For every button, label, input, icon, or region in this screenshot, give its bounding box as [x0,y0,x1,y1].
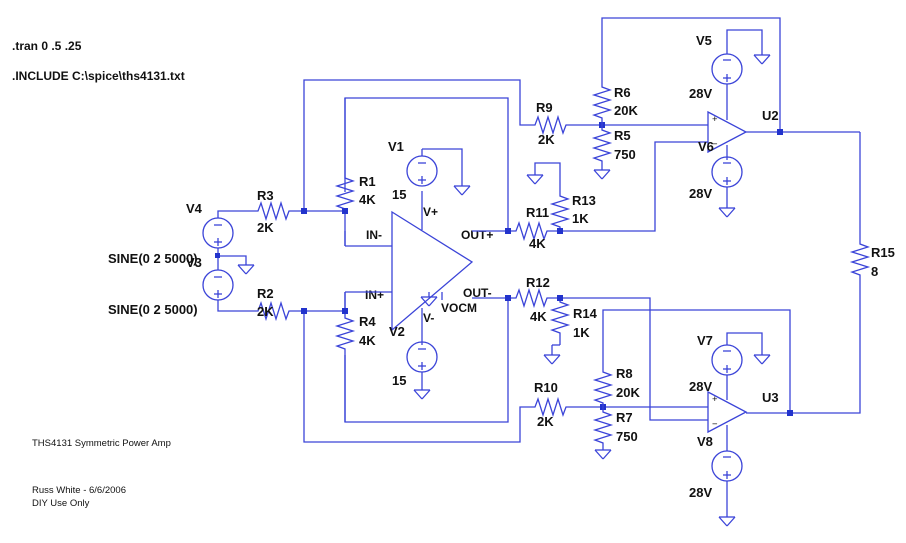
v1-value: 15 [392,187,406,202]
u2-name: U2 [762,108,779,123]
v5-value: 28V [689,86,712,101]
v6-name: V6 [698,139,714,154]
pin-in-plus: IN+ [365,288,384,302]
pin-in-minus: IN- [366,228,382,242]
main-amp-wires [372,191,508,345]
v7-value: 28V [689,379,712,394]
source-v5[interactable] [711,53,743,85]
feedback-top-wires [344,97,509,247]
source-v8[interactable] [711,450,743,482]
resistor-r6[interactable] [591,82,613,125]
r7-name: R7 [616,410,633,425]
r5-name: R5 [614,128,631,143]
r11-name: R11 [526,205,549,220]
resistor-r3[interactable] [253,200,304,222]
r1-value: 4K [359,192,376,207]
tran-directive[interactable]: .tran 0 .5 .25 [12,39,82,53]
r11-value: 4K [529,236,546,251]
source-v7[interactable] [711,344,743,376]
svg-text:+: + [712,114,718,125]
r5-value: 750 [614,147,636,162]
svg-text:−: − [712,139,718,150]
r12-value: 4K [530,309,547,324]
resistor-r10[interactable] [525,396,575,418]
r12-name: R12 [526,275,550,290]
r4-name: R4 [359,314,376,329]
r14-name: R14 [573,306,598,321]
r13-name: R13 [572,193,596,208]
include-directive[interactable]: .INCLUDE C:\spice\ths4131.txt [12,69,185,83]
r6-value: 20K [614,103,638,118]
resistor-r15[interactable] [849,240,871,280]
v8-name: V8 [697,434,713,449]
v4-value: SINE(0 2 5000) [108,251,198,266]
r7-value: 750 [616,429,638,444]
v5-name: V5 [696,33,712,48]
source-v4[interactable] [202,217,234,249]
resistor-r8[interactable] [592,368,614,407]
r10-name: R10 [534,380,558,395]
pin-v-minus: V- [423,311,434,325]
r4-value: 4K [359,333,376,348]
source-v3[interactable] [202,269,234,301]
v4-name: V4 [186,201,203,216]
resistor-r2[interactable] [253,300,304,322]
r3-value: 2K [257,220,274,235]
r14-value: 1K [573,325,590,340]
v2-value: 15 [392,373,406,388]
r13-value: 1K [572,211,589,226]
resistor-r1[interactable] [334,172,356,212]
resistor-r4[interactable] [334,312,356,352]
r9-name: R9 [536,100,553,115]
r10-value: 2K [537,414,554,429]
v8-value: 28V [689,485,712,500]
resistor-r11[interactable] [508,220,560,242]
u3-name: U3 [762,390,779,405]
r9-value: 2K [538,132,555,147]
power-amp-u2[interactable] [707,110,748,154]
resistor-r9[interactable] [525,114,575,136]
source-v2[interactable] [406,341,438,373]
r15-value: 8 [871,264,878,279]
ths4131-diff-amp[interactable] [391,210,474,332]
v6-value: 28V [689,186,712,201]
resistor-r13[interactable] [549,192,571,231]
v1-name: V1 [388,139,404,154]
pin-vocm: VOCM [441,301,477,315]
svg-text:−: − [712,419,718,430]
source-v1[interactable] [406,155,438,187]
svg-text:+: + [712,394,718,405]
resistor-r7[interactable] [592,407,614,450]
usage-note: DIY Use Only [32,498,90,509]
resistor-r14[interactable] [549,298,571,345]
power-amp-u3[interactable] [707,390,748,434]
r2-value: 2K [257,304,274,319]
r15-name: R15 [871,245,895,260]
pin-out-minus: OUT- [463,286,492,300]
r8-name: R8 [616,366,633,381]
resistor-r12[interactable] [508,287,560,309]
schematic-title: THS4131 Symmetric Power Amp [32,438,171,449]
v3-name: V3 [186,255,202,270]
r3-name: R3 [257,188,274,203]
v2-name: V2 [389,324,405,339]
r2-name: R2 [257,286,274,301]
r1-name: R1 [359,174,376,189]
v7-name: V7 [697,333,713,348]
v3-value: SINE(0 2 5000) [108,302,198,317]
resistor-r5[interactable] [591,125,613,170]
r8-value: 20K [616,385,640,400]
pin-v-plus: V+ [423,205,438,219]
r6-name: R6 [614,85,631,100]
author-note: Russ White - 6/6/2006 [32,485,126,496]
source-v6[interactable] [711,156,743,188]
pin-out-plus: OUT+ [461,228,493,242]
